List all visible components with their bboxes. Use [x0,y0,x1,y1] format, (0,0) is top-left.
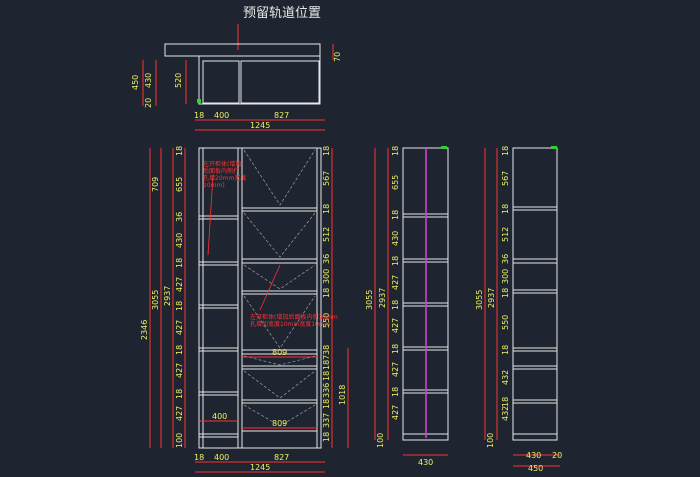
sv2-3055: 3055 [475,290,484,310]
sv2-s6: 18 [501,288,510,298]
fv-b400: 400 [214,453,229,462]
sv2-s11: 432 [501,406,510,421]
fv-r337: 337 [322,413,331,428]
fv-b18: 18 [194,453,204,462]
sv1-3055: 3055 [365,290,374,310]
top-dim-b400: 400 [214,111,229,120]
fv-3055: 3055 [151,290,160,310]
sv1-s8: 18 [391,344,400,354]
fv-r300: 300 [322,269,331,284]
sv2-b20: 20 [552,451,562,460]
sv1-s11: 427 [391,405,400,420]
top-dim-20: 20 [144,98,153,108]
fv-l18a: 18 [175,146,184,156]
note-center-2: 孔增加宽度10mm宽度10mm [250,320,331,328]
sv1-s4: 18 [391,256,400,266]
fv-total: 1245 [250,463,270,472]
fv-l100: 100 [175,433,184,448]
sv2-s10: 18 [501,397,510,407]
fv-r567: 567 [322,171,331,186]
sv2-s4: 36 [501,254,510,264]
fv-r18a: 18 [322,146,331,156]
sv2-total: 450 [528,464,543,473]
top-view [142,43,334,131]
fv-l18b: 18 [175,258,184,268]
fv-mid-400: 400 [212,412,227,421]
sv1-s5: 427 [391,275,400,290]
fv-b827: 827 [274,453,289,462]
fv-2937: 2937 [163,286,172,306]
sv2-s0: 18 [501,146,510,156]
sv1-s1: 655 [391,175,400,190]
note-left-1: 左开柜体(增加 [203,160,241,168]
sv2-s7: 550 [501,315,510,330]
fv-l427c: 427 [175,363,184,378]
sv2-s9: 432 [501,370,510,385]
top-dim-430: 430 [144,73,153,88]
fv-r38: 38 [322,345,331,355]
top-dim-b18: 18 [194,111,204,120]
note-center-1: 左开柜体(增加后面板内侧10mm [250,313,338,321]
fv-r1018: 1018 [338,385,347,405]
fv-r18f: 18 [322,432,331,442]
sv1-s9: 427 [391,362,400,377]
fv-r18b: 18 [322,204,331,214]
sv1-bottom: 430 [418,458,433,467]
fv-l655: 655 [175,177,184,192]
sv2-s12: 100 [486,433,495,448]
sv2-s3: 512 [501,227,510,242]
side-view-1 [374,146,449,456]
sv2-s5: 300 [501,269,510,284]
top-dim-70: 70 [333,52,342,62]
fv-l430: 430 [175,233,184,248]
fv-l427d: 427 [175,406,184,421]
sv2-b430: 430 [526,451,541,460]
fv-outer-2346: 2346 [140,320,149,340]
fv-r187: 187 [322,355,331,370]
note-left-2: 后面板内侧打 [203,167,239,175]
fv-r36: 36 [322,254,331,264]
front-view [149,147,349,473]
sv2-s8: 18 [501,345,510,355]
sv1-s7: 427 [391,318,400,333]
note-left-3: 孔增20mm宽度 [203,174,246,182]
sv1-s3: 430 [391,231,400,246]
top-dim-450: 450 [131,75,140,90]
fv-mid-809a: 809 [272,348,287,357]
fv-r18e: 18 [322,399,331,409]
top-dim-b827: 827 [274,111,289,120]
sv1-s12: 100 [376,433,385,448]
top-dim-520: 520 [174,73,183,88]
side-view-2 [484,146,560,467]
fv-r512: 512 [322,227,331,242]
sv1-s10: 18 [391,387,400,397]
fv-709: 709 [151,177,160,192]
sv1-s6: 18 [391,300,400,310]
fv-r336: 336 [322,383,331,398]
fv-l18e: 18 [175,389,184,399]
sv2-2937: 2937 [487,288,496,308]
fv-mid-809b: 809 [272,419,287,428]
title-label: 预留轨道位置 [243,6,321,21]
sv1-2937: 2937 [378,288,387,308]
sv2-s2: 18 [501,204,510,214]
note-left-4: 10mm) [203,182,225,189]
sv1-s0: 18 [391,146,400,156]
sv1-s2: 18 [391,210,400,220]
fv-r18c: 18 [322,288,331,298]
fv-l427a: 427 [175,277,184,292]
fv-l427b: 427 [175,320,184,335]
sv2-s1: 567 [501,171,510,186]
top-dim-total: 1245 [250,121,270,130]
fv-r18d: 18 [322,371,331,381]
fv-l18c: 18 [175,301,184,311]
fv-l18d: 18 [175,345,184,355]
fv-r550: 550 [322,313,331,328]
fv-l36: 36 [175,212,184,222]
